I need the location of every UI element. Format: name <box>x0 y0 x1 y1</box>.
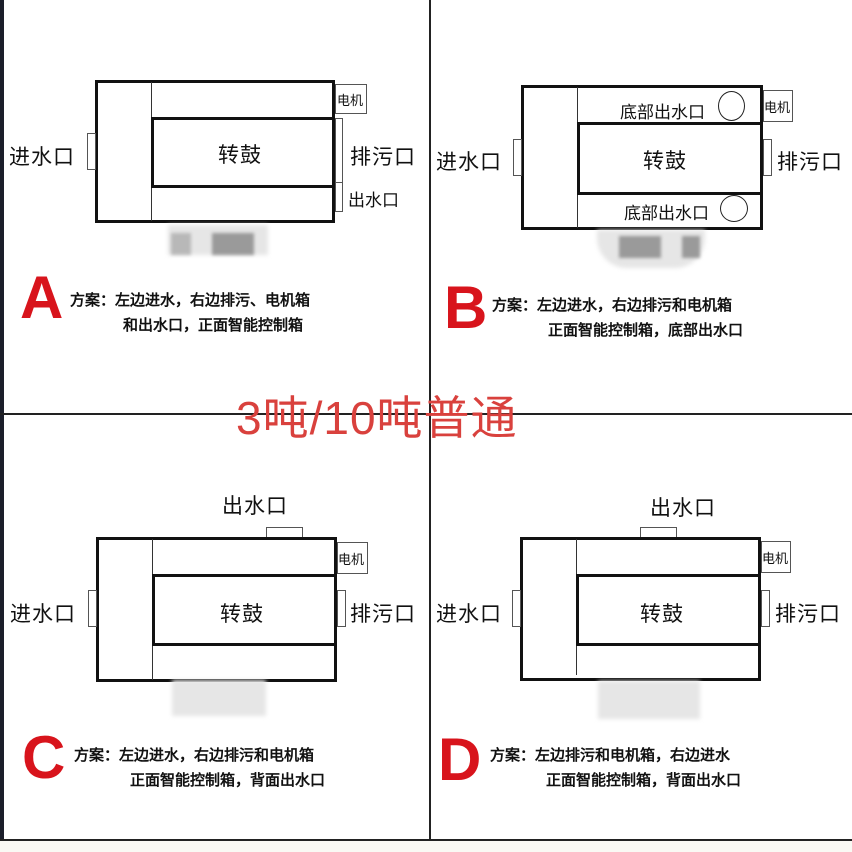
motor-box <box>761 541 791 573</box>
inlet-label: 进水口 <box>436 150 502 174</box>
drain-port <box>335 118 343 190</box>
motor-box <box>335 84 367 114</box>
bottom-outlet-bottom-label: 底部出水口 <box>624 204 709 224</box>
inlet-port <box>512 590 521 627</box>
outlet-label: 出水口 <box>222 494 288 518</box>
left-frame-edge <box>0 0 4 852</box>
motor-label: 电机 <box>338 553 365 568</box>
blurred-block <box>619 236 661 258</box>
capacity-title: 3吨/10吨普通 <box>236 392 518 444</box>
scheme-desc-line1: 方案：左边排污和电机箱，右边进水 <box>490 746 731 764</box>
drain-port <box>337 590 346 627</box>
blurred-block <box>212 233 254 255</box>
outlet-label: 出水口 <box>650 496 716 520</box>
vertical-divider <box>429 0 431 840</box>
drain-label: 排污口 <box>350 602 416 626</box>
bottom-outlet-top-label: 底部出水口 <box>620 103 705 123</box>
drain-port <box>763 139 772 176</box>
blurred-control-box <box>172 680 266 716</box>
outlet-label: 出水口 <box>348 191 399 211</box>
scheme-desc-line1: 方案：左边进水，右边排污和电机箱 <box>74 746 315 764</box>
motor-label: 电机 <box>764 101 791 116</box>
drain-label: 排污口 <box>775 602 841 626</box>
inlet-label: 进水口 <box>436 602 502 626</box>
inlet-label: 进水口 <box>9 145 75 169</box>
motor-box <box>763 90 793 122</box>
inlet-label: 进水口 <box>10 602 76 626</box>
horizontal-divider <box>0 413 852 415</box>
bottom-outlet-top-circle <box>718 91 745 121</box>
drum-label: 转鼓 <box>220 602 264 626</box>
scheme-letter-a: A <box>20 264 64 331</box>
motor-box <box>337 542 368 574</box>
drum-box <box>152 574 337 646</box>
drain-label: 排污口 <box>777 150 843 174</box>
blurred-control-box <box>598 681 700 719</box>
scheme-desc-line2: 和出水口，正面智能控制箱 <box>123 316 304 334</box>
drain-port <box>761 590 770 627</box>
scheme-letter-c: C <box>22 724 66 791</box>
drum-label: 转鼓 <box>643 149 687 173</box>
scheme-desc-line2: 正面智能控制箱，背面出水口 <box>130 771 326 789</box>
blurred-block <box>171 233 191 255</box>
motor-label: 电机 <box>762 552 789 567</box>
blurred-block <box>682 236 700 258</box>
scheme-letter-b: B <box>444 274 488 341</box>
bottom-border <box>0 839 852 841</box>
inlet-port <box>88 590 97 627</box>
outlet-port <box>335 182 343 212</box>
scheme-desc-line1: 方案：左边进水，右边排污、电机箱 <box>70 291 311 309</box>
inlet-port <box>513 139 522 176</box>
scheme-desc-line2: 正面智能控制箱，底部出水口 <box>548 321 744 339</box>
drain-label: 排污口 <box>350 145 416 169</box>
motor-label: 电机 <box>337 94 364 109</box>
scheme-desc-line1: 方案：左边进水，右边排污和电机箱 <box>492 296 733 314</box>
scheme-letter-d: D <box>438 726 482 793</box>
drum-box <box>151 117 335 188</box>
scheme-desc-line2: 正面智能控制箱，背面出水口 <box>546 771 742 789</box>
drum-label: 转鼓 <box>218 143 262 167</box>
drum-label: 转鼓 <box>640 602 684 626</box>
bottom-strip <box>0 841 852 852</box>
drum-box <box>577 122 763 195</box>
drum-box <box>576 574 761 646</box>
inlet-port <box>87 133 96 170</box>
bottom-outlet-bottom-circle <box>720 195 748 222</box>
